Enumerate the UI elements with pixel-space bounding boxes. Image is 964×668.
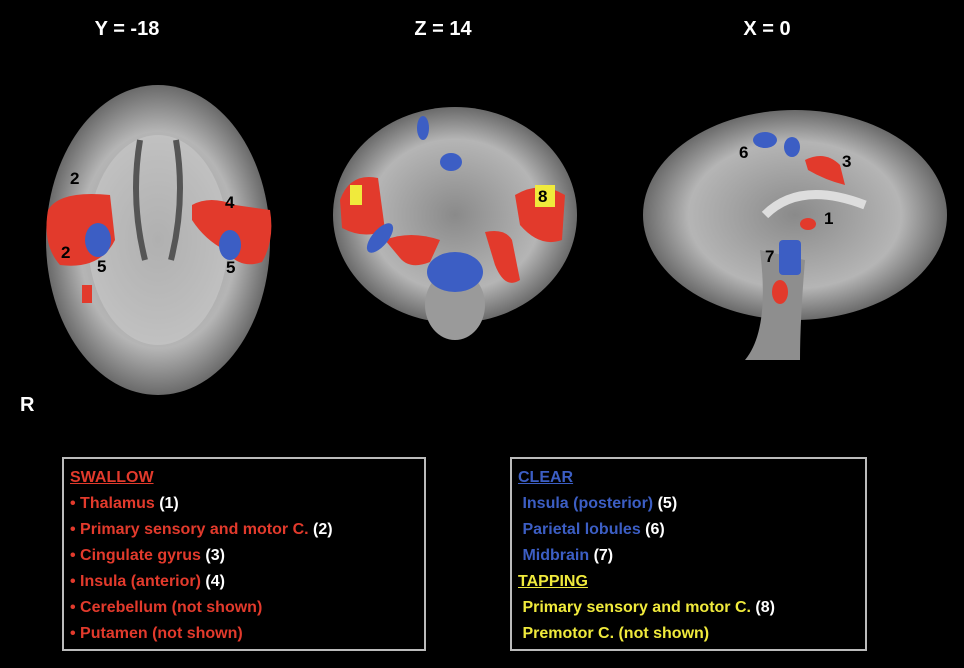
legend-item: • Primary sensory and motor C. (2) bbox=[70, 517, 418, 543]
region-label: 8 bbox=[538, 187, 547, 206]
coronal-slice-title: Z = 14 bbox=[414, 18, 472, 40]
legend-item-ref: (6) bbox=[645, 521, 665, 538]
legend-heading-clear: CLEAR bbox=[518, 469, 574, 486]
region-label: 4 bbox=[225, 193, 235, 212]
legend-item-text: Primary sensory and motor C. bbox=[522, 599, 751, 616]
legend-item: • Insula (anterior) (4) bbox=[70, 569, 418, 595]
legend-item-text: Premotor C. (not shown) bbox=[522, 625, 710, 642]
region-label: 5 bbox=[97, 257, 106, 276]
legend-item: • Thalamus (1) bbox=[70, 491, 418, 517]
orientation-label: R bbox=[20, 394, 35, 416]
legend-item-ref: (7) bbox=[593, 547, 614, 564]
axial-slice-title: Y = -18 bbox=[94, 18, 160, 40]
region-label: 2 bbox=[61, 243, 70, 262]
sagittal-slice-title: X = 0 bbox=[743, 18, 791, 40]
legend-heading-swallow: SWALLOW bbox=[70, 469, 154, 486]
region-label: 6 bbox=[739, 143, 748, 162]
sagittal-brain-slice bbox=[643, 110, 947, 360]
legend-item-ref: (3) bbox=[205, 547, 225, 564]
legend-item-ref: (8) bbox=[755, 599, 775, 616]
legend-item: Parietal lobules (6) bbox=[518, 517, 859, 543]
brain-slices: 2 2 5 4 5 8 6 3 1 7 bbox=[46, 85, 947, 395]
legend-item-text: Parietal lobules bbox=[522, 521, 641, 538]
legend-item-text: • Primary sensory and motor C. bbox=[70, 521, 309, 538]
legend-item: • Cingulate gyrus (3) bbox=[70, 543, 418, 569]
legend-item-ref: (2) bbox=[313, 521, 333, 538]
region-label: 2 bbox=[70, 169, 79, 188]
axial-brain-slice bbox=[46, 85, 272, 395]
legend-item-text: • Cerebellum (not shown) bbox=[70, 599, 263, 616]
legend-item-ref: (5) bbox=[657, 495, 678, 512]
region-label: 5 bbox=[226, 258, 235, 277]
legend-item-ref: (4) bbox=[205, 573, 225, 590]
legend-item: Premotor C. (not shown) bbox=[518, 621, 859, 647]
swallow-legend: SWALLOW • Thalamus (1) • Primary sensory… bbox=[62, 457, 426, 651]
legend-item-text: • Thalamus bbox=[70, 495, 155, 512]
legend-item-text: Midbrain bbox=[522, 547, 590, 564]
region-label: 1 bbox=[824, 209, 833, 228]
clear-tapping-legend: CLEAR Insula (posterior) (5) Parietal lo… bbox=[510, 457, 867, 651]
legend-item-text: • Cingulate gyrus bbox=[70, 547, 201, 564]
legend-item-text: • Insula (anterior) bbox=[70, 573, 201, 590]
legend-item-text: Insula (posterior) bbox=[522, 495, 654, 512]
legend-item: Primary sensory and motor C. (8) bbox=[518, 595, 859, 621]
legend-item: Midbrain (7) bbox=[518, 543, 859, 569]
legend-item: Insula (posterior) (5) bbox=[518, 491, 859, 517]
coronal-brain-slice bbox=[333, 107, 577, 340]
legend-item-text: • Putamen (not shown) bbox=[70, 625, 243, 642]
legend-item-ref: (1) bbox=[159, 495, 179, 512]
legend-heading-tapping: TAPPING bbox=[518, 573, 588, 590]
legend-item: • Cerebellum (not shown) bbox=[70, 595, 418, 621]
legend-item: • Putamen (not shown) bbox=[70, 621, 418, 647]
region-label: 3 bbox=[842, 152, 851, 171]
region-label: 7 bbox=[765, 247, 774, 266]
